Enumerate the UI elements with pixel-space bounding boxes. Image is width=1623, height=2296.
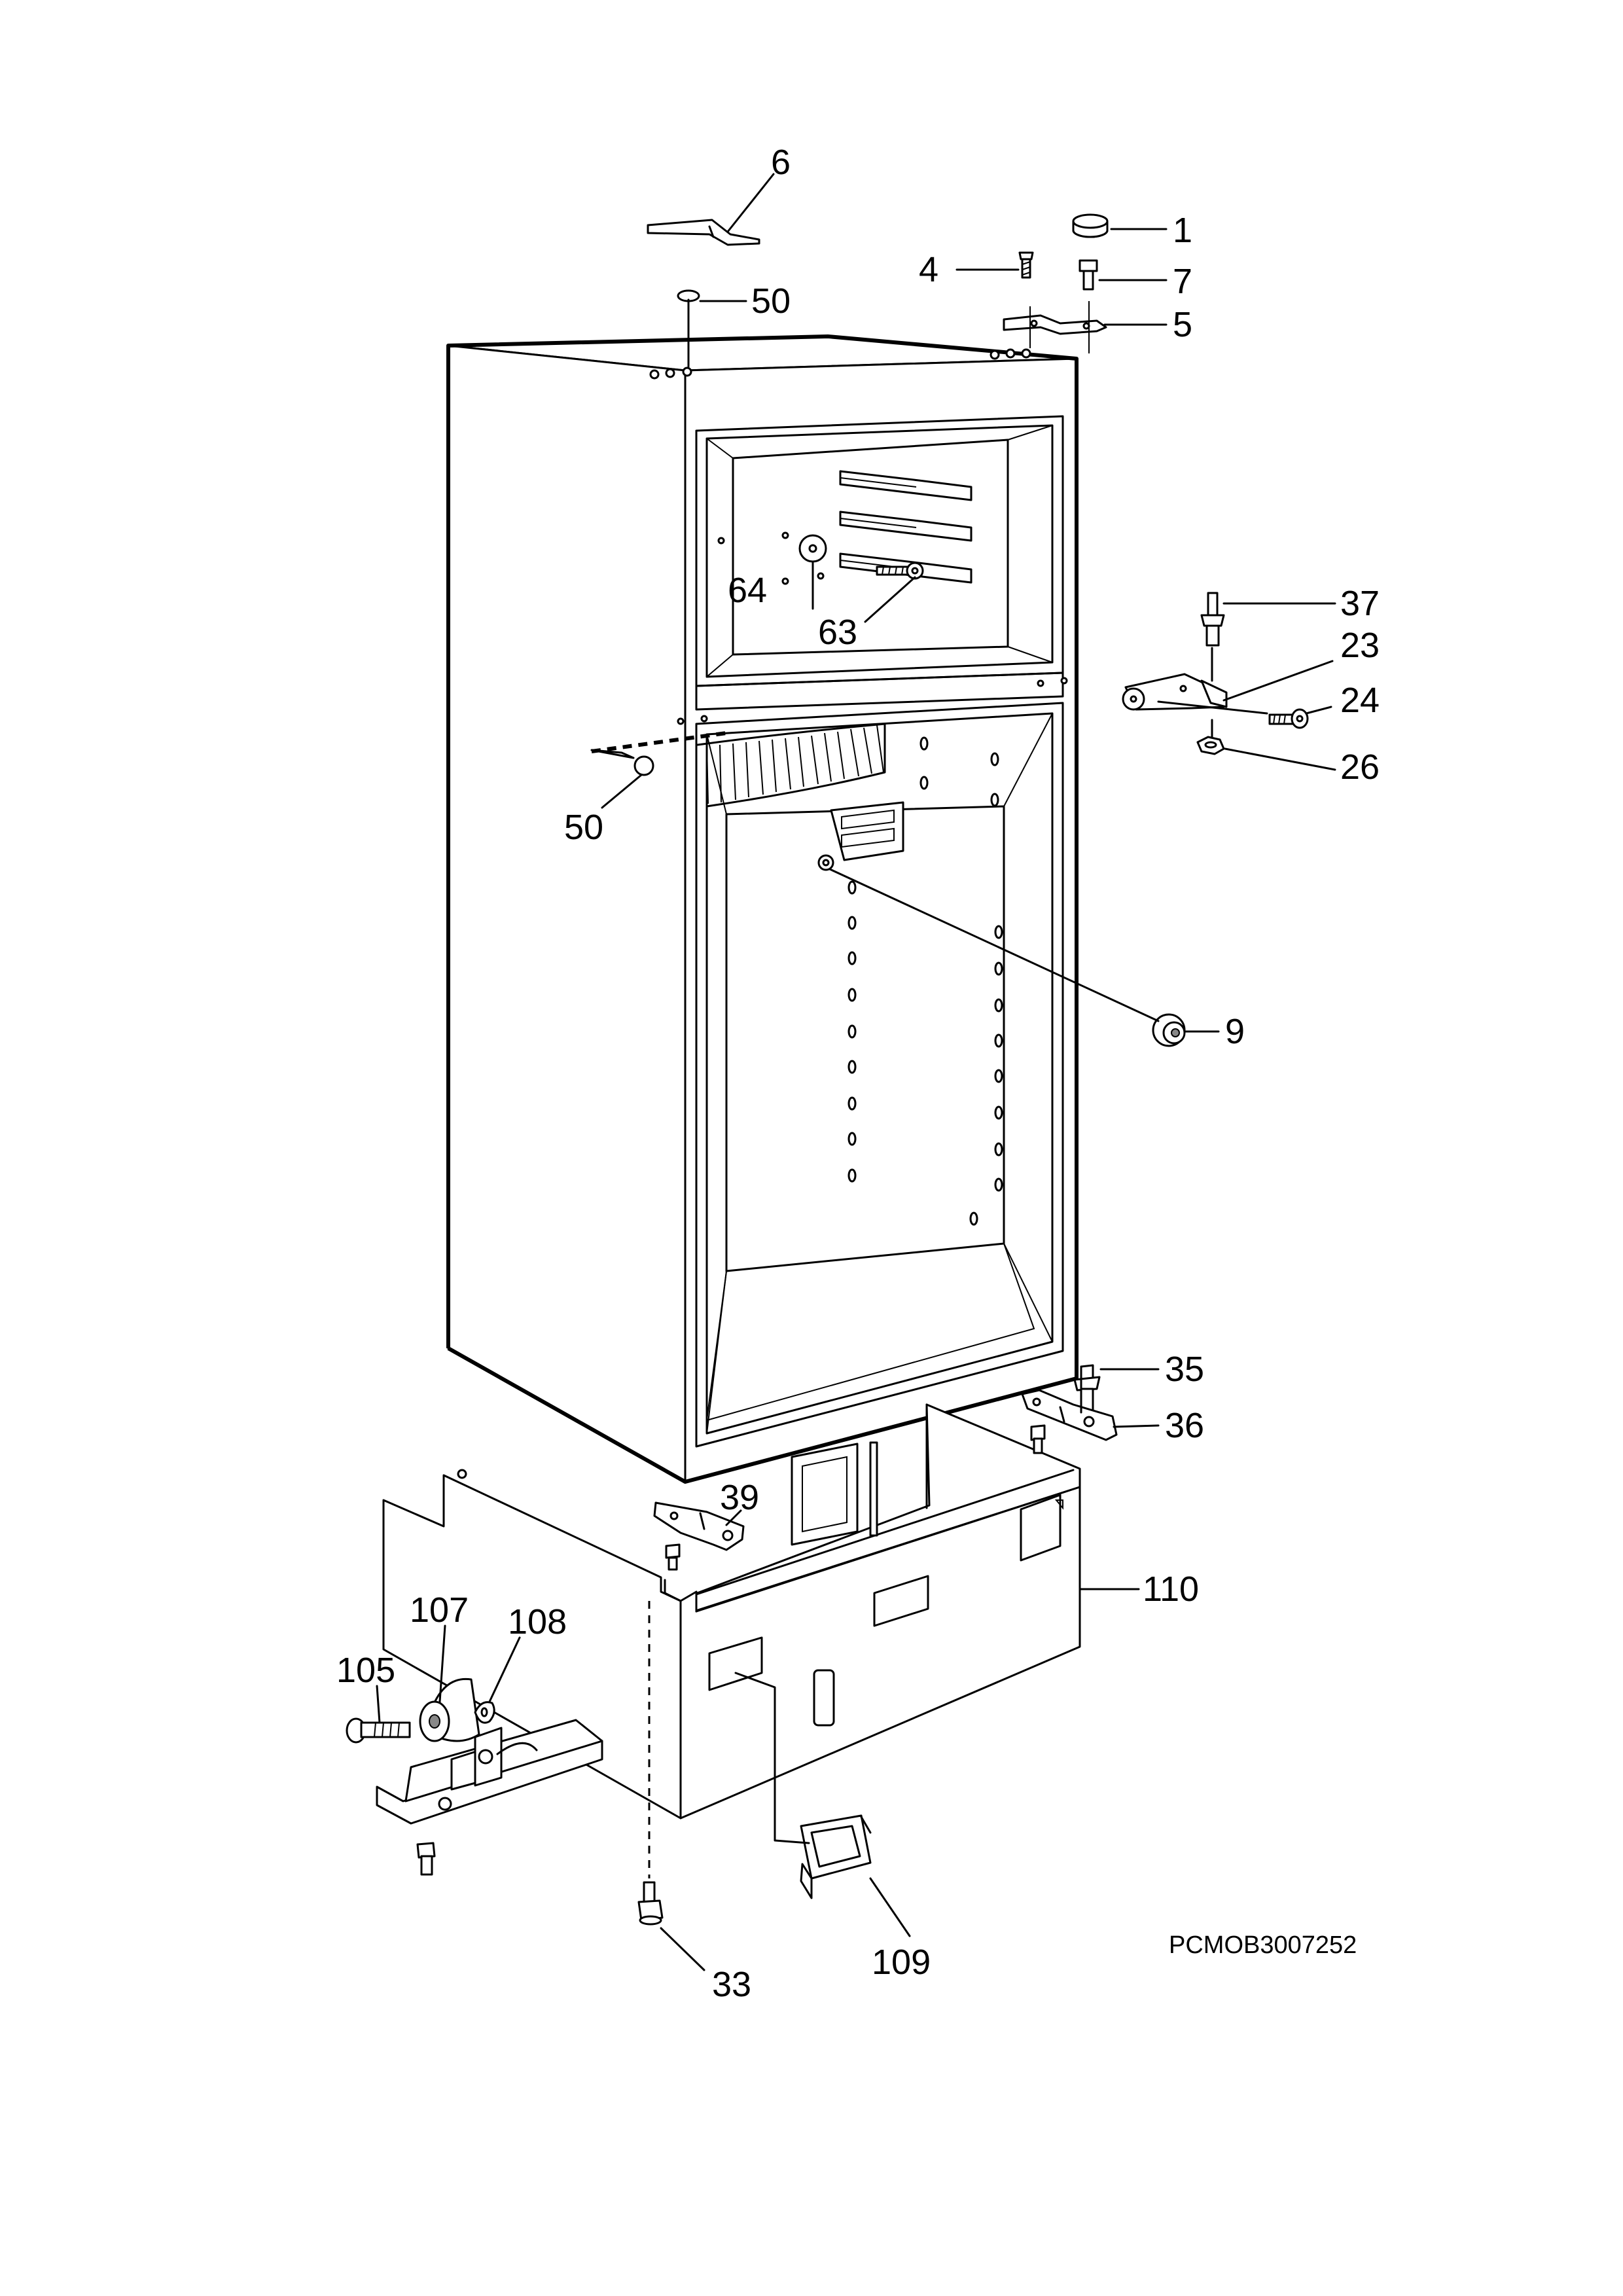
callout-50-top: 50 (751, 281, 791, 321)
callout-50-side: 50 (564, 808, 603, 847)
bracket-39 (653, 1501, 745, 1571)
roller-wheel (419, 1677, 480, 1742)
callout-110: 110 (1143, 1570, 1199, 1609)
callout-5: 5 (1173, 305, 1192, 344)
callout-109: 108 (508, 1602, 567, 1641)
callout-107: 105 (336, 1651, 395, 1690)
hinge-cover (647, 219, 760, 246)
callout-108: 107 (410, 1590, 469, 1630)
axle-bolt (346, 1717, 411, 1744)
bolt-7 (1079, 259, 1098, 291)
callout-1: 1 (1173, 211, 1192, 250)
callout-labels: 6 1 4 7 50 5 64 63 37 23 24 26 50 9 35 3… (336, 143, 1380, 2004)
callout-24: 24 (1340, 681, 1380, 720)
screw-63 (876, 562, 924, 580)
reference-code: PCMOB3007252 (1169, 1931, 1357, 1959)
callout-37: 37 (1340, 584, 1380, 623)
callout-4: 4 (919, 250, 938, 289)
plinth-base (382, 1403, 1081, 1820)
hinge-pin (1200, 592, 1225, 647)
middle-hinge (1122, 673, 1228, 711)
thermostat-knob (798, 534, 827, 563)
roller-rail (376, 1719, 603, 1825)
callout-63: 63 (818, 613, 857, 652)
cabinet-body (446, 334, 1079, 1484)
callout-36: 36 (1165, 1406, 1204, 1445)
leveling-screw (637, 1881, 664, 1926)
callout-7: 7 (1173, 262, 1192, 301)
callout-6: 6 (771, 143, 791, 182)
callout-64: 64 (728, 571, 767, 610)
callout-9: 9 (1225, 1012, 1245, 1051)
alignment-line-50 (591, 731, 727, 753)
screw-4 (1018, 251, 1034, 279)
screw-24 (1268, 708, 1309, 729)
plug-50-side (590, 749, 654, 776)
top-hinge (1003, 301, 1107, 353)
callout-35: 35 (1165, 1350, 1204, 1389)
plug-50-top (677, 289, 700, 313)
callout-23: 23 (1340, 626, 1380, 665)
foot-bracket (800, 1814, 872, 1899)
cap (1072, 213, 1109, 238)
nut (1196, 736, 1225, 755)
leader-lines (376, 173, 1336, 1971)
callout-105: 109 (872, 1943, 931, 1982)
bottom-hinge (1021, 1389, 1118, 1454)
circlip (474, 1701, 495, 1724)
callout-39: 39 (720, 1478, 759, 1517)
shelf-support-holes (847, 736, 1003, 1226)
thermostat-button (1152, 1013, 1186, 1047)
callout-33: 33 (712, 1965, 751, 2004)
evaporator-fins (696, 723, 886, 808)
rail-screw (416, 1842, 436, 1876)
callout-26: 26 (1340, 747, 1380, 787)
